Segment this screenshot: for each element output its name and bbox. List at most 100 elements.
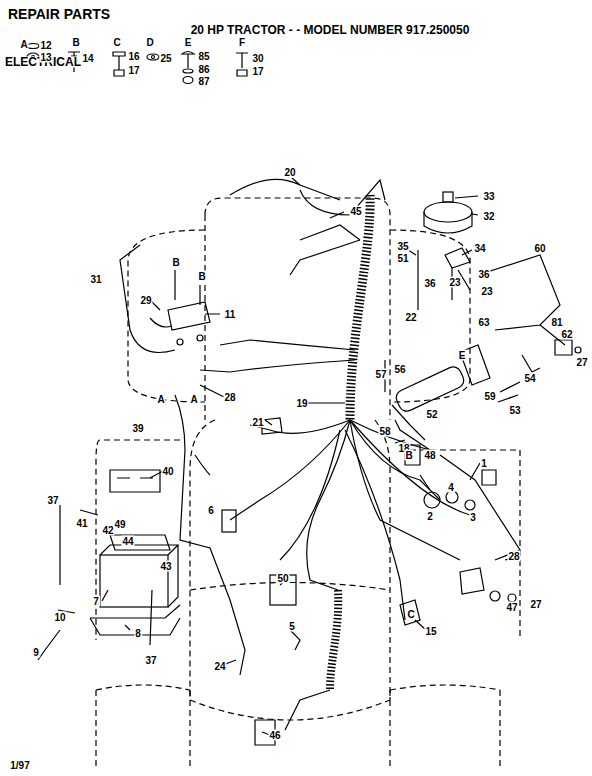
callout-number: 24 — [213, 661, 226, 672]
wiring-harness — [220, 340, 355, 350]
callout-number: 87 — [197, 76, 210, 87]
callout-number: 9 — [32, 647, 40, 658]
solenoid-parts — [197, 335, 203, 341]
switch-parts — [465, 500, 475, 510]
callout-number: 62 — [560, 329, 573, 340]
callout-number: 49 — [113, 519, 126, 530]
tractor-outline — [190, 420, 215, 700]
hardware-symbols — [183, 77, 193, 84]
hardware-symbols — [147, 54, 159, 60]
hardware-symbols — [236, 53, 248, 68]
callout-number: 14 — [81, 53, 94, 64]
wiring-harness — [120, 179, 470, 730]
callout-number: B — [197, 271, 206, 282]
callout-number: 54 — [523, 373, 536, 384]
callout-number: B — [404, 450, 413, 461]
callout-number: E — [458, 350, 467, 361]
leader-lines — [265, 420, 520, 629]
leader-lines — [150, 300, 430, 490]
callout-number: 12 — [39, 40, 52, 51]
tractor-outline — [96, 440, 180, 640]
callout-number: 58 — [378, 426, 391, 437]
hardware-symbols — [114, 70, 124, 76]
callout-number: 30 — [251, 53, 264, 64]
callout-number: 43 — [159, 561, 172, 572]
callout-number: 10 — [53, 612, 66, 623]
wiring-harness — [230, 420, 350, 520]
clutch-parts — [418, 192, 581, 355]
callout-number: 13 — [39, 52, 52, 63]
wiring-harness — [250, 420, 350, 433]
battery-parts — [38, 505, 98, 660]
callout-number: 23 — [480, 286, 493, 297]
tractor-outline — [96, 685, 500, 690]
callout-number: 50 — [276, 573, 289, 584]
switch-parts — [490, 591, 500, 601]
tractor-outline — [128, 230, 205, 402]
wiring-harness — [175, 395, 245, 675]
callout-number: 29 — [139, 295, 152, 306]
callout-number: A — [189, 394, 198, 405]
callout-number: 17 — [127, 65, 140, 76]
switch-parts — [222, 510, 236, 532]
leader-lines — [58, 178, 520, 735]
callout-number: 56 — [393, 364, 406, 375]
callout-number: 36 — [423, 278, 436, 289]
callout-number: 36 — [477, 269, 490, 280]
callout-number: 23 — [448, 277, 461, 288]
battery-parts — [38, 470, 180, 660]
clutch-parts — [555, 340, 572, 355]
callout-number: 37 — [144, 655, 157, 666]
leader-lines — [102, 580, 286, 735]
callout-number: C — [406, 609, 415, 620]
clutch-parts — [424, 212, 472, 233]
wiring-harness — [200, 360, 355, 372]
tractor-outline — [96, 690, 500, 770]
callout-number: B — [71, 37, 80, 48]
tractor-outline — [190, 583, 390, 591]
switch-parts — [460, 568, 484, 594]
callout-number: 35 — [396, 241, 409, 252]
callout-number: 34 — [473, 243, 486, 254]
battery-parts — [110, 470, 160, 492]
wiring-harness — [350, 195, 370, 420]
tractor-outline — [205, 198, 390, 420]
battery-parts — [100, 545, 178, 607]
tractor-outline — [204, 215, 205, 420]
callout-number: 48 — [423, 450, 436, 461]
callout-number: 44 — [121, 536, 134, 547]
callout-number: 6 — [207, 505, 215, 516]
wiring-harness — [285, 690, 330, 730]
callout-number: 42 — [101, 525, 114, 536]
callout-number: F — [238, 37, 246, 48]
callout-number: 25 — [159, 53, 172, 64]
callout-number: 15 — [424, 626, 437, 637]
switch-parts — [195, 455, 210, 475]
solenoid-parts — [175, 270, 200, 305]
callout-number: 41 — [75, 518, 88, 529]
callout-number: 59 — [483, 391, 496, 402]
callout-number: 2 — [426, 511, 434, 522]
solenoid-parts — [168, 302, 210, 330]
callout-number: 20 — [283, 167, 296, 178]
callout-number: 60 — [533, 243, 546, 254]
callout-number: A — [156, 394, 165, 405]
callout-number: 28 — [507, 551, 520, 562]
callout-number: 45 — [349, 206, 362, 217]
hardware-symbols — [182, 52, 194, 69]
solenoid-parts — [150, 318, 172, 327]
callout-number: 17 — [251, 66, 264, 77]
switch-parts — [195, 418, 520, 745]
callout-number: 16 — [127, 51, 140, 62]
wiring-harness — [330, 590, 338, 690]
callout-number: 11 — [224, 309, 237, 320]
tractor-outline — [96, 198, 520, 770]
battery-parts — [110, 535, 170, 550]
wiring-harness — [350, 420, 460, 560]
callout-number: 81 — [550, 317, 563, 328]
callout-number: 57 — [374, 369, 387, 380]
callout-number: 52 — [425, 409, 438, 420]
switch-parts — [255, 600, 420, 745]
callout-number: 22 — [404, 312, 417, 323]
wiring-harness — [230, 179, 340, 200]
